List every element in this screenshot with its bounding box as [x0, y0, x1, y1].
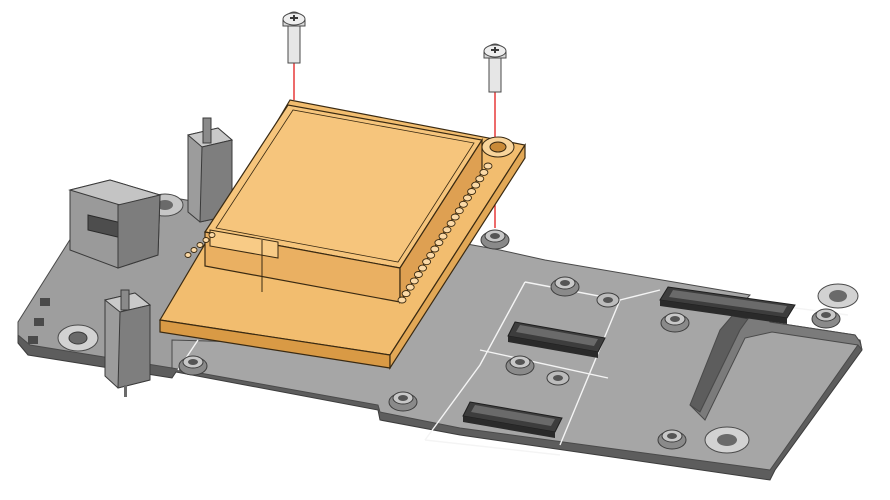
usb-connector — [68, 179, 162, 269]
standoff-3 — [596, 292, 620, 308]
castellation-pad — [458, 200, 468, 208]
castellation-pad — [463, 194, 472, 202]
castellation-pad — [450, 213, 460, 221]
screw-right — [483, 43, 507, 93]
carrier-board-cutout — [689, 301, 863, 421]
castellation-pad — [190, 247, 198, 253]
screw-left — [282, 11, 306, 64]
castellation-pad — [454, 207, 464, 215]
castellation-pad — [471, 181, 481, 189]
module-base-side-right — [389, 142, 526, 371]
hole-left — [57, 324, 99, 352]
standoff-6 — [660, 312, 690, 333]
header-connector-top — [186, 117, 234, 223]
standoffs — [178, 229, 841, 450]
castellation-pad — [467, 188, 477, 195]
standoff-5 — [546, 370, 570, 386]
castellation-pad — [430, 245, 440, 253]
castellation-pad — [438, 232, 448, 240]
standoff-7 — [811, 308, 841, 329]
hole-right-top — [817, 283, 859, 309]
castellation-pad — [422, 258, 432, 266]
castellation-pad — [442, 226, 452, 234]
smd-components — [28, 298, 50, 344]
castellation-pad — [401, 290, 411, 298]
castellation-pad — [434, 239, 444, 247]
castellation-pad — [405, 283, 415, 291]
standoff-10 — [178, 355, 208, 376]
castellation-pad — [446, 219, 456, 227]
board-connector-3 — [659, 286, 796, 324]
standoff-8 — [657, 429, 687, 450]
castellation-pad — [202, 237, 210, 243]
castellation-pad — [196, 242, 204, 248]
board-connector-2 — [462, 401, 563, 438]
castellation-pad — [418, 264, 427, 272]
module-castellations-right — [397, 162, 493, 304]
castellation-pad — [208, 232, 216, 238]
header-connector-bottom — [103, 289, 152, 397]
module-castellations-front — [184, 232, 216, 258]
castellation-pad — [397, 296, 407, 304]
hole-bottom-right — [704, 426, 750, 454]
castellation-pad — [184, 252, 192, 258]
module — [159, 99, 526, 371]
castellation-pad — [426, 251, 436, 259]
castellation-pad — [479, 168, 489, 176]
castellation-pad — [483, 162, 493, 170]
castellation-pad — [475, 175, 485, 183]
standoff-2 — [550, 276, 580, 297]
module-mount-hole — [481, 136, 515, 158]
castellation-pad — [409, 277, 419, 285]
standoff-9 — [388, 391, 418, 412]
castellation-pad — [413, 271, 423, 278]
standoff-4 — [505, 355, 535, 376]
standoff-1 — [480, 229, 510, 250]
board-connector-1 — [507, 321, 606, 358]
